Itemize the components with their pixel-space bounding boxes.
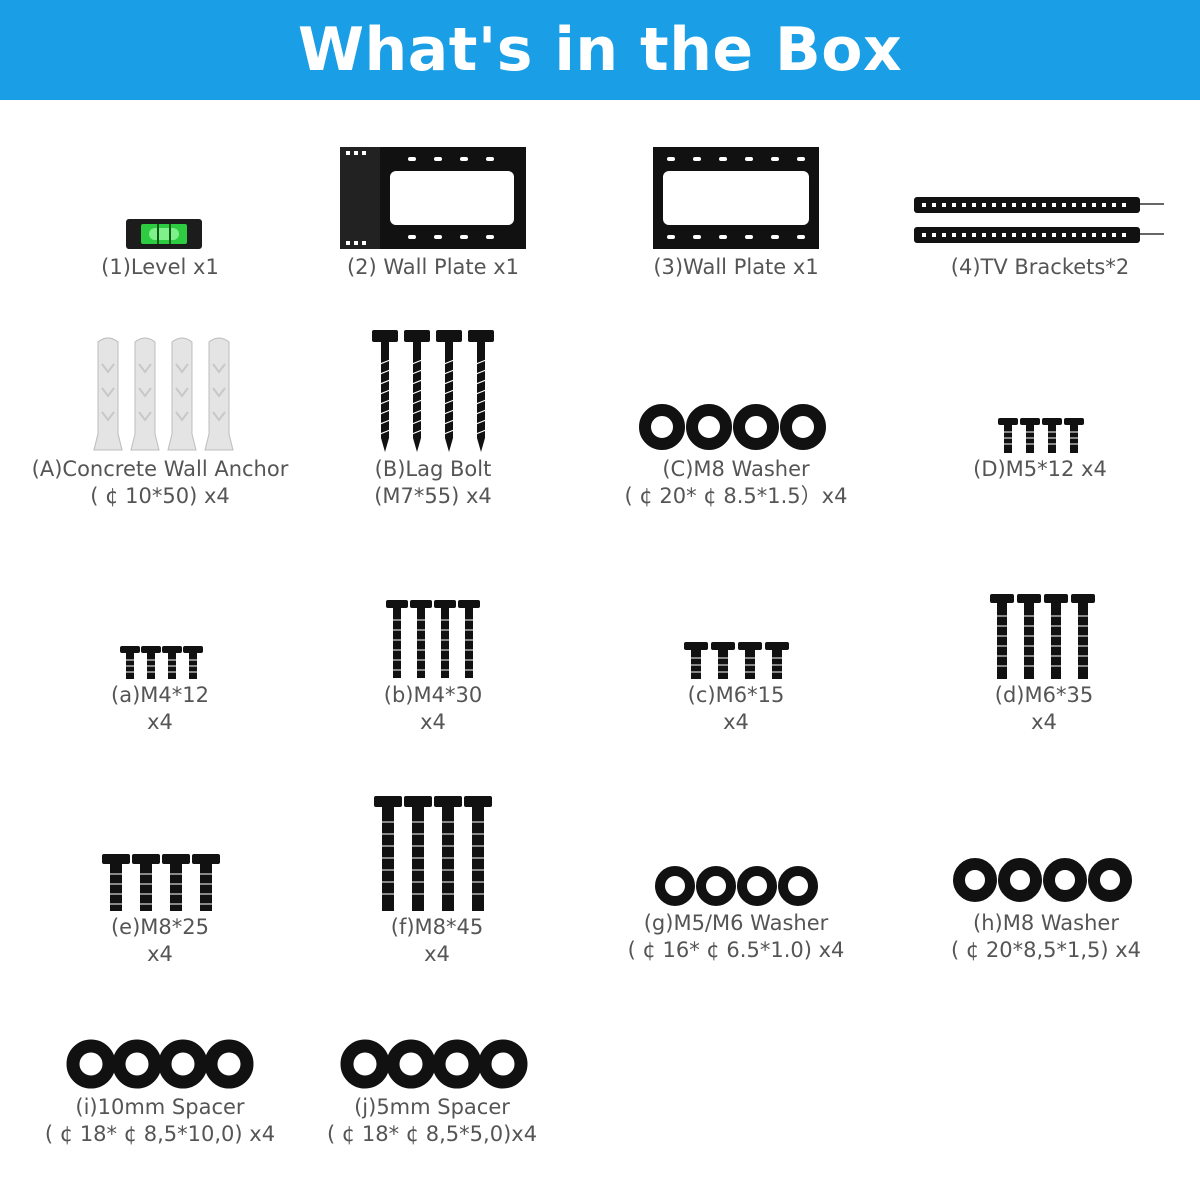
- item-label: (b)M4*30: [383, 683, 483, 707]
- item-label: (h)M8 Washer: [973, 911, 1119, 935]
- item-label: (j)5mm Spacer: [354, 1095, 510, 1119]
- item-label: (3)Wall Plate x1: [653, 255, 819, 279]
- item-label: (g)M5/M6 Washer: [643, 911, 829, 935]
- item-spec: x4: [723, 710, 749, 734]
- wall-plate-icon: [340, 147, 526, 249]
- item-label: (B)Lag Bolt: [374, 457, 492, 481]
- wall-plate-icon: [653, 147, 819, 249]
- spacer-icon: [340, 1039, 528, 1089]
- item-label: (c)M6*15: [687, 683, 785, 707]
- tv-bracket-icon: [914, 197, 1164, 243]
- item-label: (4)TV Brackets*2: [950, 255, 1130, 279]
- item-label: (D)M5*12 x4: [973, 457, 1107, 481]
- item-spec: x4: [420, 710, 446, 734]
- washer-icon: [655, 866, 818, 906]
- level-icon: [126, 219, 202, 249]
- item-spec: ( ¢ 20* ¢ 8.5*1.5）x4: [624, 484, 848, 508]
- item-label: (A)Concrete Wall Anchor: [31, 457, 289, 481]
- screw-icon: [374, 796, 492, 911]
- item-spec: ( ¢ 18* ¢ 8,5*10,0) x4: [44, 1122, 276, 1146]
- item-label: (a)M4*12: [111, 683, 209, 707]
- item-spec: ( ¢ 10*50) x4: [90, 484, 230, 508]
- washer-icon: [639, 404, 826, 450]
- screw-icon: [684, 642, 789, 679]
- item-label: (d)M6*35: [994, 683, 1094, 707]
- screw-icon: [102, 854, 220, 911]
- item-spec: ( ¢ 18* ¢ 8,5*5,0)x4: [326, 1122, 538, 1146]
- item-spec: ( ¢ 20*8,5*1,5) x4: [950, 938, 1142, 962]
- header-banner: What's in the Box: [0, 0, 1200, 100]
- item-spec: x4: [147, 942, 173, 966]
- item-label: (f)M8*45: [390, 915, 484, 939]
- screw-icon: [386, 600, 480, 678]
- item-spec: x4: [424, 942, 450, 966]
- screw-icon: [998, 418, 1084, 453]
- washer-icon: [953, 858, 1132, 902]
- lag-bolt-icon: [372, 330, 494, 452]
- item-label: (e)M8*25: [110, 915, 209, 939]
- item-label: (C)M8 Washer: [662, 457, 810, 481]
- spacer-icon: [66, 1039, 254, 1089]
- wall-anchor-icon: [93, 337, 234, 451]
- item-spec: x4: [1031, 710, 1057, 734]
- item-spec: x4: [147, 710, 173, 734]
- page-title: What's in the Box: [297, 15, 903, 85]
- screw-icon: [120, 646, 203, 679]
- item-spec: ( ¢ 16* ¢ 6.5*1.0) x4: [627, 938, 845, 962]
- item-label: (1)Level x1: [101, 255, 219, 279]
- item-label: (i)10mm Spacer: [75, 1095, 245, 1119]
- item-label: (2) Wall Plate x1: [346, 255, 520, 279]
- item-spec: (M7*55) x4: [374, 484, 492, 508]
- screw-icon: [990, 594, 1095, 679]
